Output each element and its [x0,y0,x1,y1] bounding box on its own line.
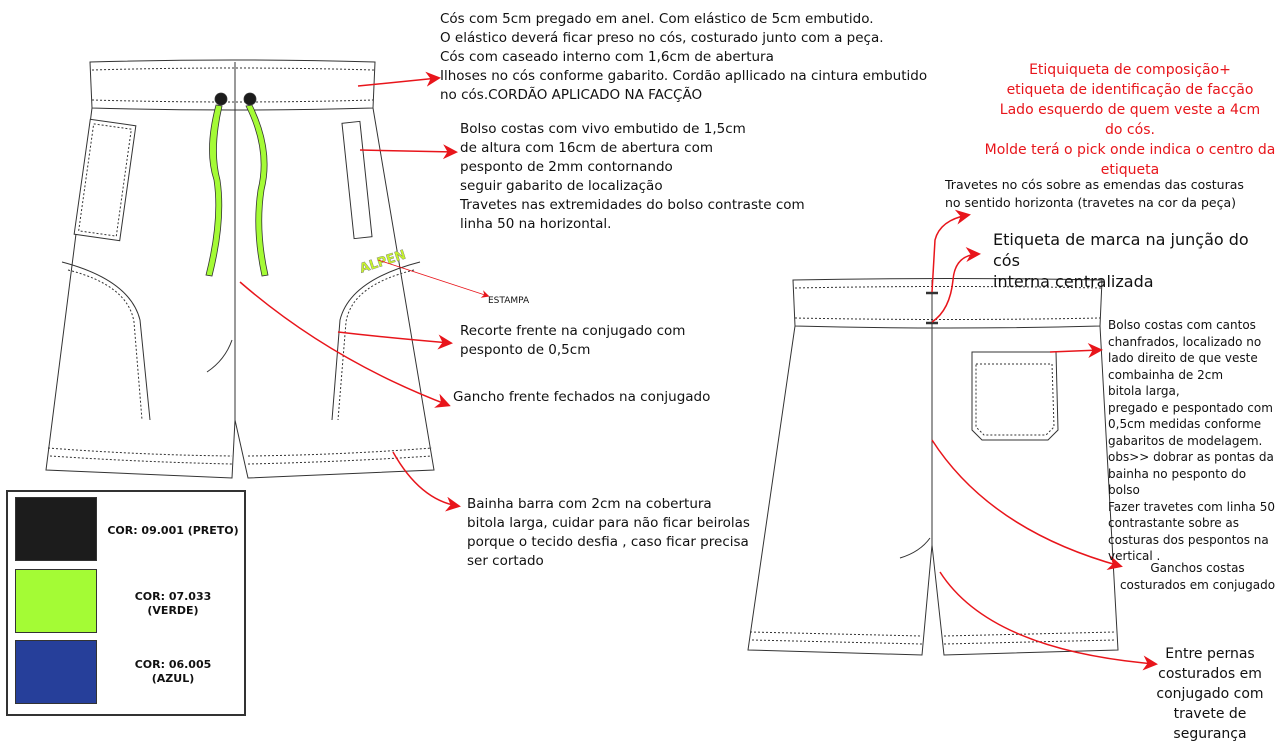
composition-label-note: Etiquiqueta de composição+ etiqueta de i… [984,62,1276,178]
color-swatch-black [15,497,97,561]
color-swatch-blue [15,640,97,704]
back-crotch-note: Ganchos costas costurados em conjugado [1119,561,1276,592]
callout-arrows [239,71,1158,671]
color-label: COR: 07.033 (VERDE) [134,590,212,617]
back-pocket-note: Bolso costas com cantos chanfrados, loca… [1108,318,1275,563]
inseam-note: Entre pernas costurados em conjugado com… [1156,646,1264,742]
drawstring [205,92,269,277]
front-crotch-note: Gancho frente fechados na conjugado [453,389,711,405]
cut-note: Recorte frente na conjugado com pesponto… [460,323,686,358]
back-shorts [747,278,1119,656]
color-label: COR: 09.001 (PRETO) [107,524,239,537]
hem-note: Bainha barra com 2cm na cobertura bitola… [467,496,750,569]
brand-label-note: Etiqueta de marca na junção do cós inter… [993,230,1249,291]
color-swatch-green [15,569,97,633]
color-label: COR: 06.005 (AZUL) [134,658,212,685]
bartacks-note: Travetes no cós sobre as emendas das cos… [945,177,1244,210]
front-pocket-note: Bolso costas com vivo embutido de 1,5cm … [460,121,805,232]
front-shorts [45,59,435,479]
waistband-note: Cós com 5cm pregado em anel. Com elástic… [440,11,928,103]
print-note: ESTAMPA [488,296,530,306]
color-legend: COR: 09.001 (PRETO) COR: 07.033 (VERDE) … [6,490,246,716]
